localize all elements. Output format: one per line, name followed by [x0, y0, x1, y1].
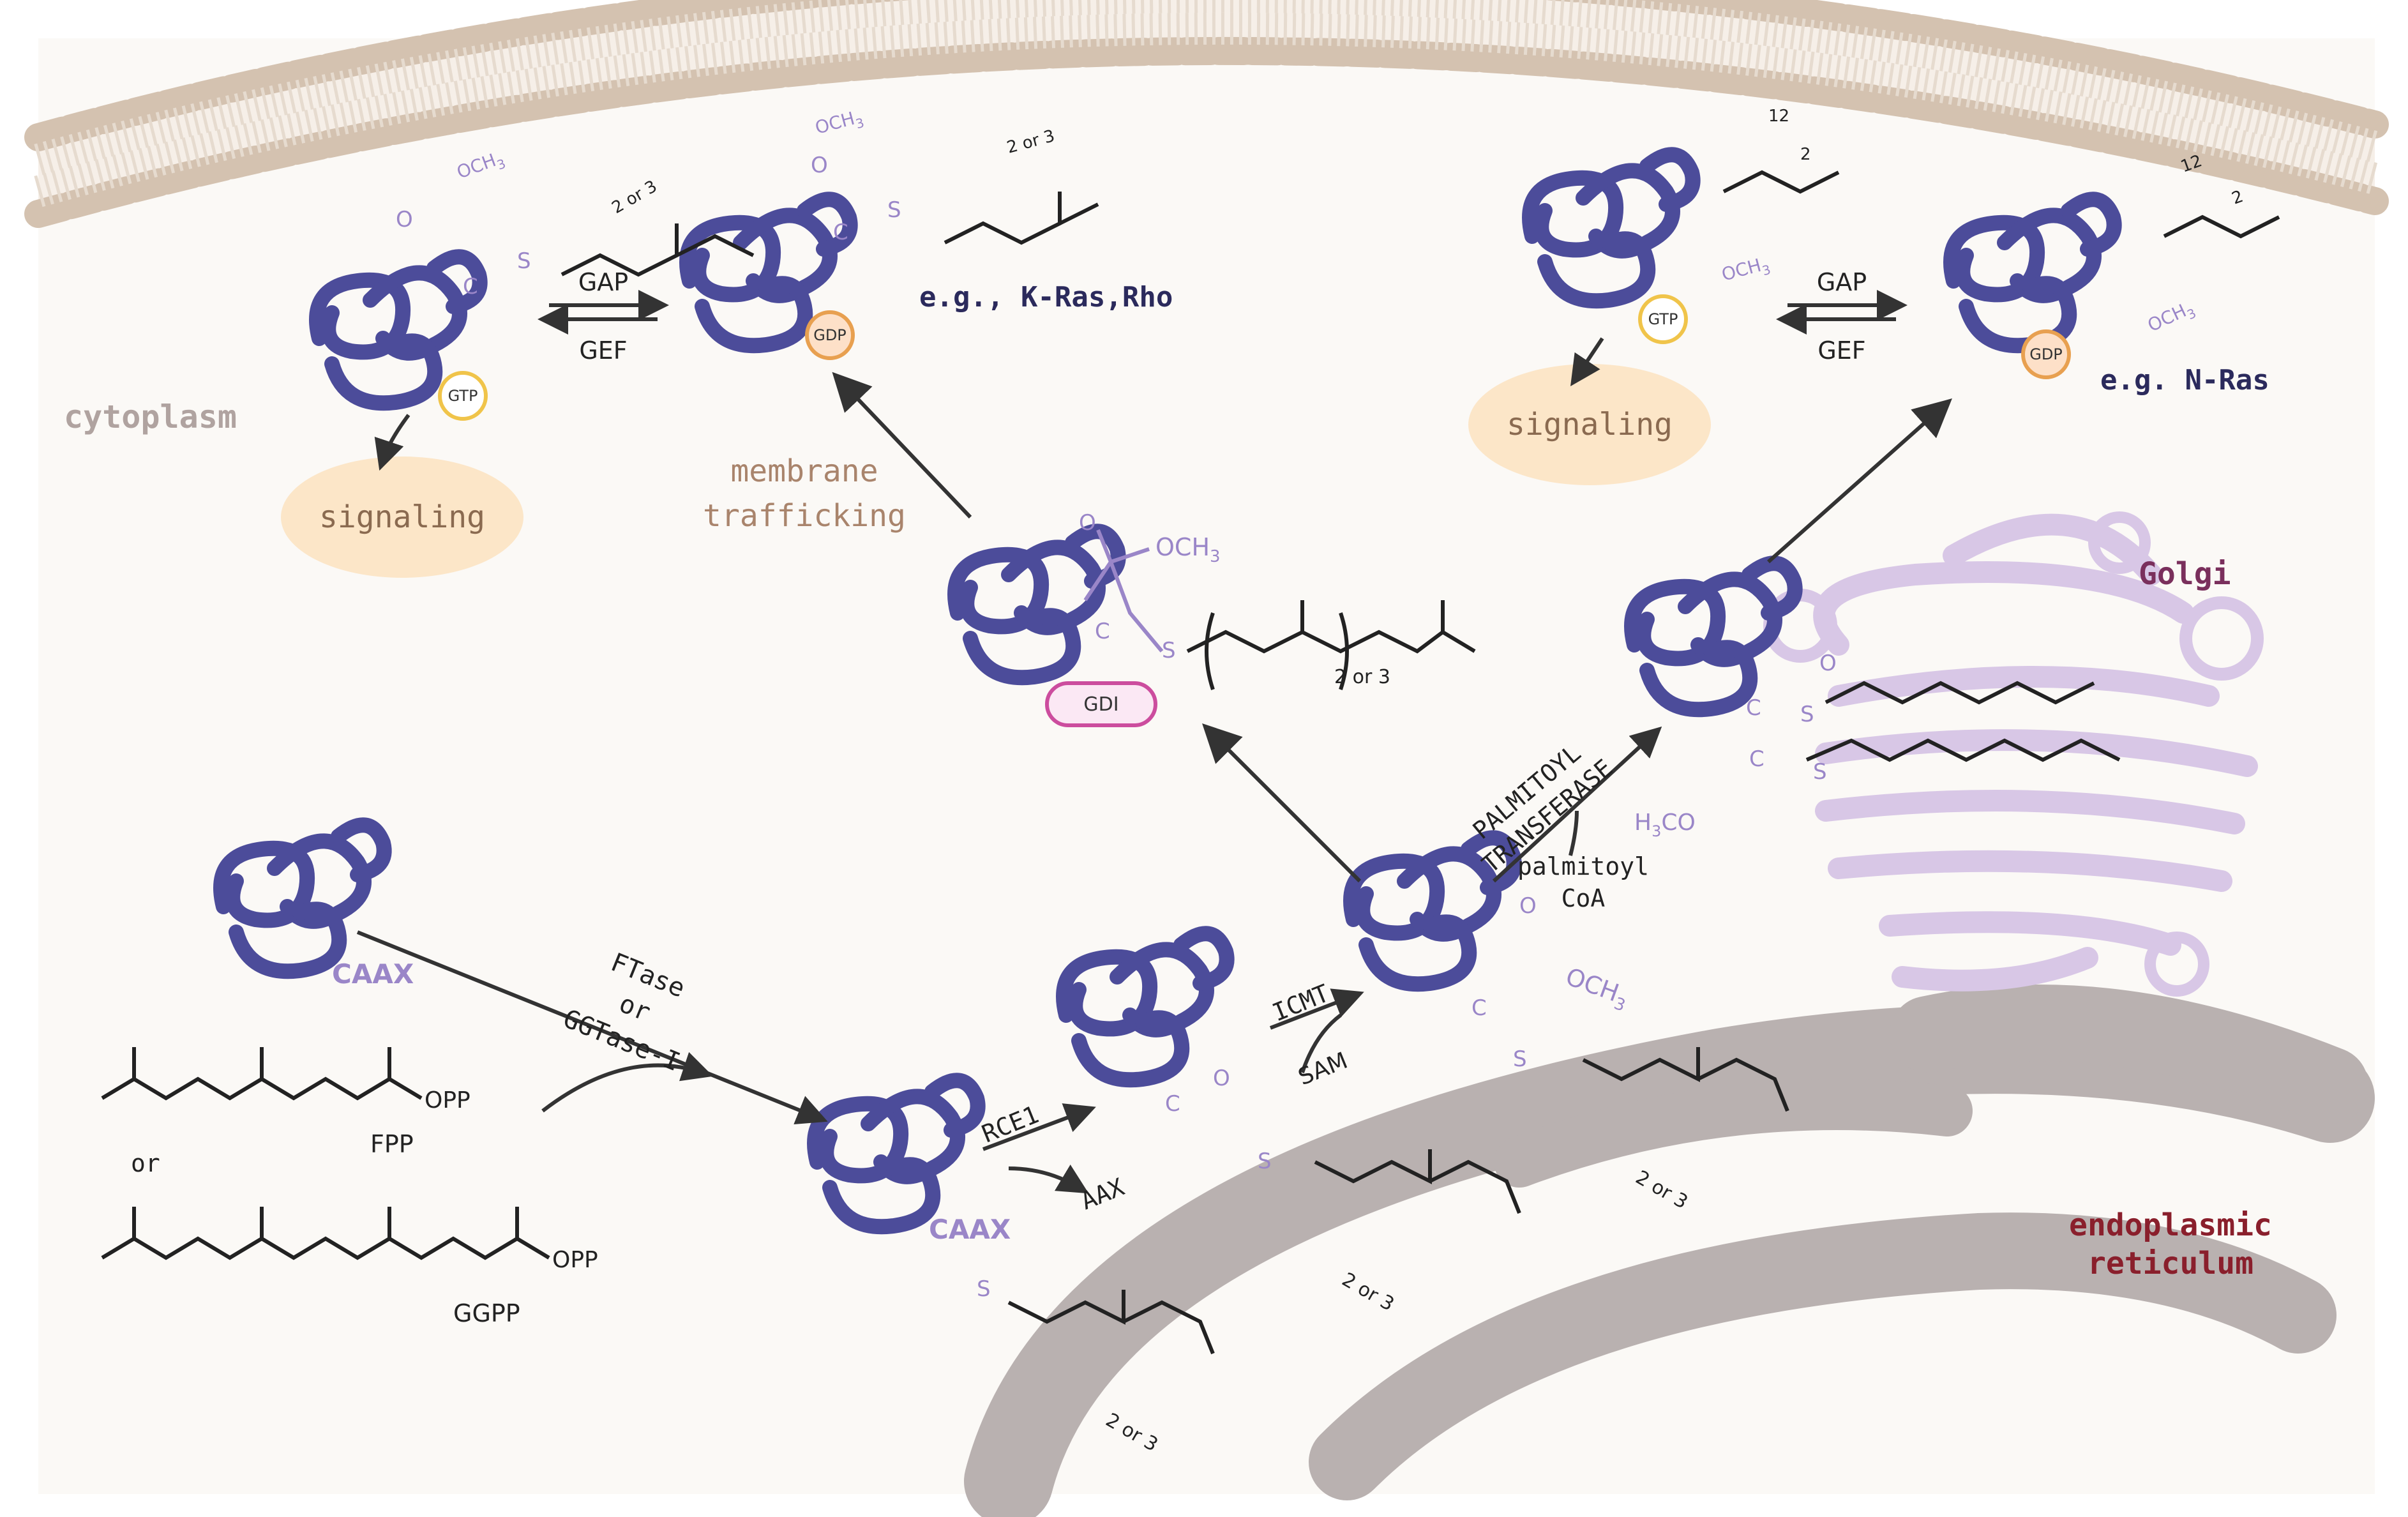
label-trafficking: trafficking [703, 498, 906, 534]
atom-labels: S C O S S C O S C O S S C C O S C O S C … [396, 153, 1837, 1302]
label-caax-free: CAAX [332, 958, 414, 990]
label-signaling-left: signaling [319, 499, 485, 535]
arrow-signaling-right [1570, 337, 1604, 386]
gtp-badge-right: GTP [1638, 294, 1688, 344]
signaling-bg-left [281, 457, 523, 578]
label-opp-1: OPP [425, 1087, 470, 1113]
svg-text:S: S [1513, 1046, 1527, 1072]
label-palmitoyl-coa-2: CoA [1561, 884, 1606, 912]
gdp-badge-right: GDP [2021, 329, 2071, 379]
arrow-golgi-to-membrane [1767, 398, 1952, 564]
label-caax-bound: CAAX [929, 1214, 1011, 1245]
arrow-rce1 [982, 1103, 1096, 1151]
label-fpp: FPP [370, 1130, 414, 1158]
svg-text:GTP: GTP [1648, 310, 1678, 328]
chem-gdi-isoprene [1186, 600, 1476, 690]
arrow-coa-in [1569, 810, 1579, 856]
label-twelve-right1: 12 [1768, 107, 1789, 126]
arrow-aax-out [1008, 1164, 1089, 1194]
svg-text:S: S [517, 248, 531, 274]
protein-membrane-gtp-left [309, 249, 488, 411]
protein-gdi-complex [947, 524, 1126, 686]
arrow-to-gdi [1202, 723, 1362, 883]
label-eg-nras: e.g. N-Ras [2100, 364, 2269, 396]
protein-golgi [1624, 555, 1803, 718]
svg-text:GDI: GDI [1083, 693, 1118, 716]
svg-text:C: C [833, 220, 848, 245]
label-eg-kras: e.g., K-Ras,Rho [919, 281, 1173, 313]
label-och3-gdi: OCH3 [1155, 533, 1221, 566]
signaling-bg-right [1468, 364, 1711, 485]
arrow-ftase [356, 930, 828, 1125]
svg-text:S: S [977, 1276, 991, 1302]
svg-text:C: C [1165, 1091, 1180, 1117]
chem-ggpp [101, 1207, 550, 1260]
gtp-badge-left: GTP [438, 371, 488, 421]
label-er-1: endoplasmic [2069, 1207, 2272, 1243]
label-membrane: membrane [730, 453, 878, 489]
label-gef-right: GEF [1817, 336, 1865, 365]
protein-membrane-gdp-kras [679, 192, 858, 354]
svg-text:S: S [887, 197, 901, 223]
label-cytoplasm: cytoplasm [64, 398, 237, 435]
arrow-trafficking [832, 372, 972, 519]
protein-membrane-gtp-right [1522, 147, 1701, 309]
protein-after-icmt [1343, 830, 1522, 992]
label-golgi: Golgi [2139, 556, 2231, 592]
svg-text:S: S [1800, 702, 1814, 727]
arrow-signaling-left [374, 414, 410, 471]
label-two-right1: 2 [1800, 145, 1811, 164]
chem-fpp [101, 1047, 423, 1101]
svg-text:O: O [1519, 893, 1537, 919]
svg-text:O: O [396, 207, 413, 232]
label-er-2: reticulum [2088, 1246, 2254, 1281]
arrows [356, 290, 1952, 1194]
svg-text:S: S [1813, 759, 1827, 785]
label-or: or [131, 1149, 160, 1177]
label-gap-left: GAP [578, 268, 628, 296]
protein-membrane-gdp-nras [1943, 192, 2122, 354]
svg-text:C: C [1471, 995, 1487, 1021]
svg-text:C: C [1095, 619, 1110, 644]
svg-text:O: O [1819, 651, 1837, 676]
endoplasmic-reticulum [964, 985, 2375, 1517]
svg-text:GTP: GTP [448, 387, 478, 405]
protein-after-rce1 [1056, 926, 1235, 1088]
label-opp-2: OPP [552, 1247, 598, 1273]
label-ggpp: GGPP [453, 1299, 520, 1327]
svg-text:S: S [1258, 1149, 1272, 1174]
svg-text:C: C [463, 274, 478, 299]
label-h3co: H3CO [1634, 810, 1696, 840]
arrow-sam-in [1300, 1013, 1342, 1073]
svg-text:O: O [1213, 1066, 1230, 1091]
protein-free-caax [213, 817, 392, 979]
chem-prenyl-chains [561, 170, 2280, 1355]
svg-text:C: C [1746, 695, 1761, 721]
label-gap-right: GAP [1817, 268, 1867, 296]
chem-gdi-chain [1083, 529, 1164, 653]
arrow-icmt [1269, 988, 1364, 1030]
svg-text:O: O [1079, 510, 1096, 536]
arrow-fpp-in [541, 1052, 714, 1113]
golgi-apparatus [1763, 511, 2264, 997]
label-two-or-three-gdi: 2 or 3 [1334, 666, 1390, 688]
label-palmitoyl-coa-1: palmitoyl [1517, 852, 1649, 880]
svg-text:C: C [1749, 746, 1765, 772]
svg-text:O: O [811, 153, 828, 178]
label-signaling-right: signaling [1507, 407, 1673, 442]
gdi-badge: GDI [1045, 681, 1157, 727]
svg-text:GDP: GDP [813, 326, 847, 344]
svg-text:S: S [1162, 638, 1176, 663]
arrow-palmitoyl [1492, 726, 1662, 883]
label-gef-left: GEF [579, 336, 627, 365]
svg-text:GDP: GDP [2029, 345, 2063, 363]
plasma-membrane [24, 0, 2389, 228]
gdp-badge-left: GDP [805, 310, 855, 360]
